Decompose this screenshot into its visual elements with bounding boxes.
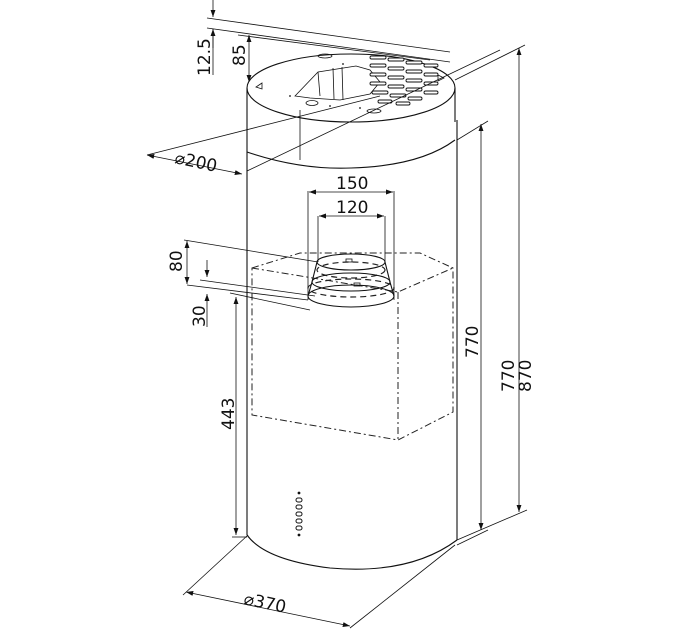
control-led — [297, 491, 301, 495]
label-top-clearance: 12.5 — [195, 38, 215, 76]
top-ring — [246, 53, 456, 169]
label-top-ring-height: 85 — [230, 44, 250, 66]
label-inner-outlet: 120 — [336, 198, 368, 218]
label-outlet-offset: 30 — [190, 305, 210, 327]
label-outlet-height: 80 — [167, 250, 187, 272]
vent-slots — [369, 55, 439, 106]
label-bottom-diameter: ⌀370 — [242, 589, 288, 617]
control-button-4[interactable] — [295, 518, 303, 524]
control-led-bottom — [297, 533, 301, 537]
label-body-height-max: 870 — [516, 360, 536, 392]
control-button-5[interactable] — [295, 525, 303, 531]
control-panel — [295, 491, 303, 537]
label-top-diameter: ⌀200 — [173, 148, 219, 176]
dimension-labels: 12.5 85 ⌀200 150 120 80 30 443 770 770 8… — [167, 38, 536, 618]
outlet-collar — [307, 253, 395, 308]
control-button-1[interactable] — [295, 497, 303, 503]
dimension-lines — [146, 0, 528, 629]
control-button-3[interactable] — [295, 511, 303, 517]
label-outer-outlet: 150 — [336, 174, 368, 194]
label-body-height-min: 770 — [499, 360, 519, 392]
label-lower-height: 443 — [219, 398, 239, 430]
control-button-2[interactable] — [295, 504, 303, 510]
label-body-height-inner: 770 — [463, 326, 483, 358]
